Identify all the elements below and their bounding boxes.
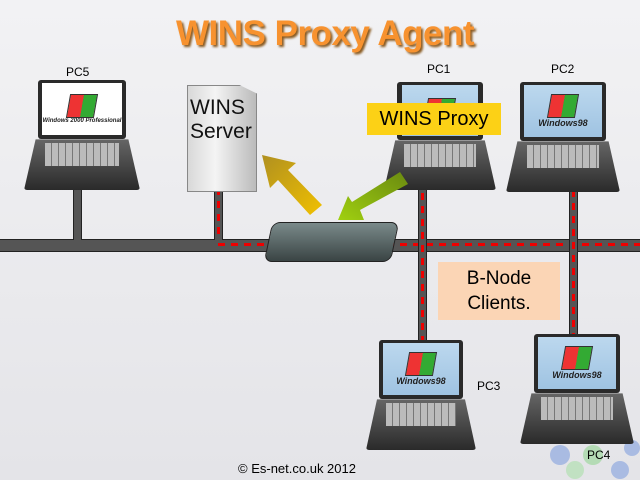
pc4-laptop[interactable]: Windows98 xyxy=(520,334,634,444)
proxy-traffic-line xyxy=(218,243,640,246)
windows-logo-icon xyxy=(560,345,594,370)
pc2-pc4-link xyxy=(569,190,578,338)
pc3-laptop[interactable]: Windows98 xyxy=(366,340,476,450)
pc2-label: PC2 xyxy=(551,62,575,76)
pc1-label: PC1 xyxy=(427,62,451,76)
server-link xyxy=(214,188,223,240)
copyright: © Es-net.co.uk 2012 xyxy=(238,461,356,476)
wins-server[interactable] xyxy=(187,85,257,192)
wins-proxy-badge: WINS Proxy xyxy=(367,103,501,135)
pc2-laptop[interactable]: Windows98 xyxy=(506,82,620,192)
pc5-link xyxy=(73,188,82,240)
pc4-label: PC4 xyxy=(587,448,611,462)
pc1-pc3-link xyxy=(418,180,427,345)
pc5-label: PC5 xyxy=(66,65,90,79)
arrow-from-proxy-icon xyxy=(338,172,408,220)
windows-logo-icon xyxy=(404,351,438,376)
network-hub[interactable] xyxy=(263,222,400,262)
decorative-bubbles xyxy=(550,440,640,479)
pc5-laptop[interactable]: Windows 2000 Professional xyxy=(24,80,140,190)
pc3-label: PC3 xyxy=(477,379,501,393)
arrow-to-server-icon xyxy=(262,155,322,215)
page-title: WINS Proxy Agent xyxy=(176,14,474,53)
